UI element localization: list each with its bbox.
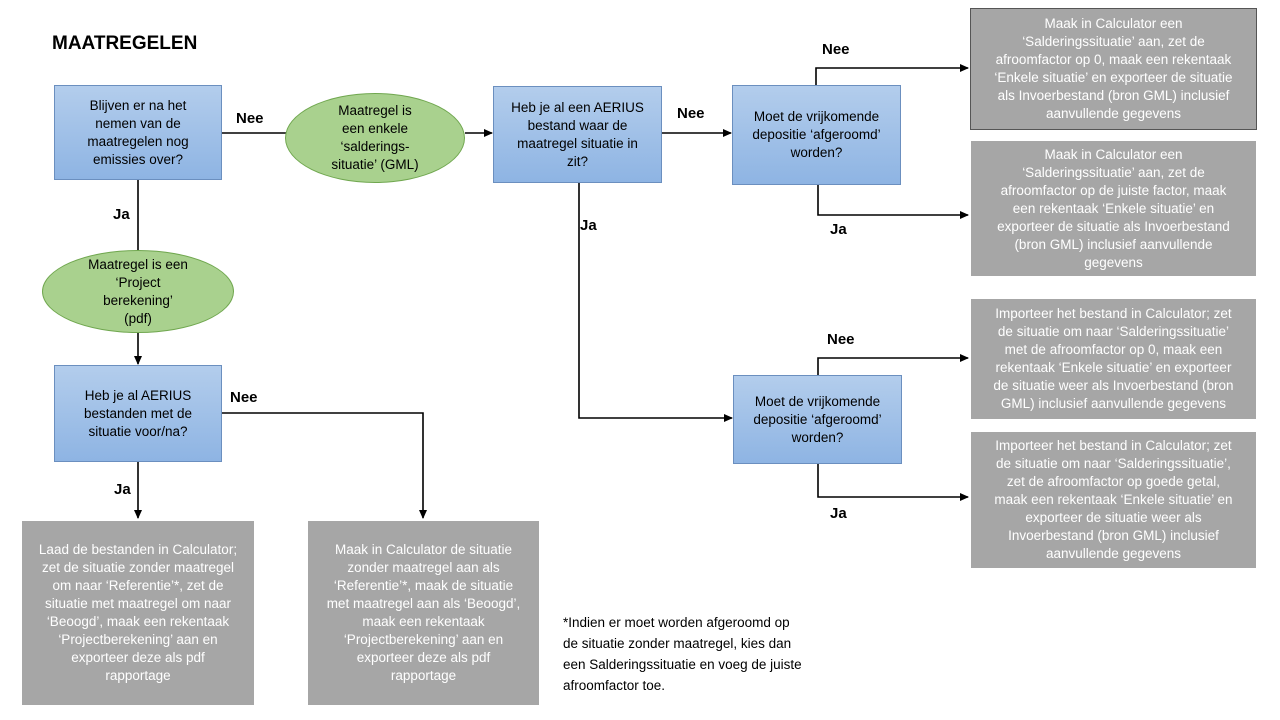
edge-bottom-nee bbox=[817, 354, 969, 375]
edge-top-ja bbox=[817, 185, 969, 219]
edge-top-nee bbox=[815, 64, 969, 85]
edge-files-nee bbox=[222, 412, 427, 519]
action-top-nee: Maak in Calculator een ‘Salderingssituat… bbox=[970, 8, 1257, 130]
footnote: *Indien er moet worden afgeroomd op de s… bbox=[563, 615, 802, 693]
action-bottom-nee: Importeer het bestand in Calculator; zet… bbox=[971, 299, 1256, 419]
question-emissions-remaining: Blijven er na het nemen van de maatregel… bbox=[54, 85, 222, 180]
edge-label-nee: Nee bbox=[827, 331, 855, 348]
edge-bottom-ja bbox=[817, 464, 969, 501]
edge-label-ja: Ja bbox=[114, 481, 131, 498]
page-title: MAATREGELEN bbox=[52, 33, 198, 54]
action-load-files: Laad de bestanden in Calculator; zet de … bbox=[22, 521, 254, 705]
edge-label-ja: Ja bbox=[113, 206, 130, 223]
question-aerius-files: Heb je al AERIUS bestanden met de situat… bbox=[54, 365, 222, 462]
action-bottom-ja: Importeer het bestand in Calculator; zet… bbox=[971, 432, 1256, 568]
edge-label-nee: Nee bbox=[677, 105, 705, 122]
edge-label-ja: Ja bbox=[580, 217, 597, 234]
edge-label-ja: Ja bbox=[830, 221, 847, 238]
edge-label-ja: Ja bbox=[830, 505, 847, 522]
question-rounding-bottom: Moet de vrijkomende depositie ‘afgeroomd… bbox=[733, 375, 902, 464]
question-rounding-top: Moet de vrijkomende depositie ‘afgeroomd… bbox=[732, 85, 901, 185]
action-top-ja: Maak in Calculator een ‘Salderingssituat… bbox=[971, 141, 1256, 276]
edge-bestand-ja bbox=[578, 183, 733, 422]
measure-single-situation: Maatregel is een enkele ‘salderings- sit… bbox=[285, 93, 465, 183]
action-create-situations: Maak in Calculator de situatie zonder ma… bbox=[308, 521, 539, 705]
edge-label-nee: Nee bbox=[230, 389, 258, 406]
edge-label-nee: Nee bbox=[236, 110, 264, 127]
measure-project-calculation: Maatregel is een ‘Project berekening’ (p… bbox=[42, 250, 234, 333]
question-aerius-bestand: Heb je al een AERIUS bestand waar de maa… bbox=[493, 86, 662, 183]
edge-label-nee: Nee bbox=[822, 41, 850, 58]
